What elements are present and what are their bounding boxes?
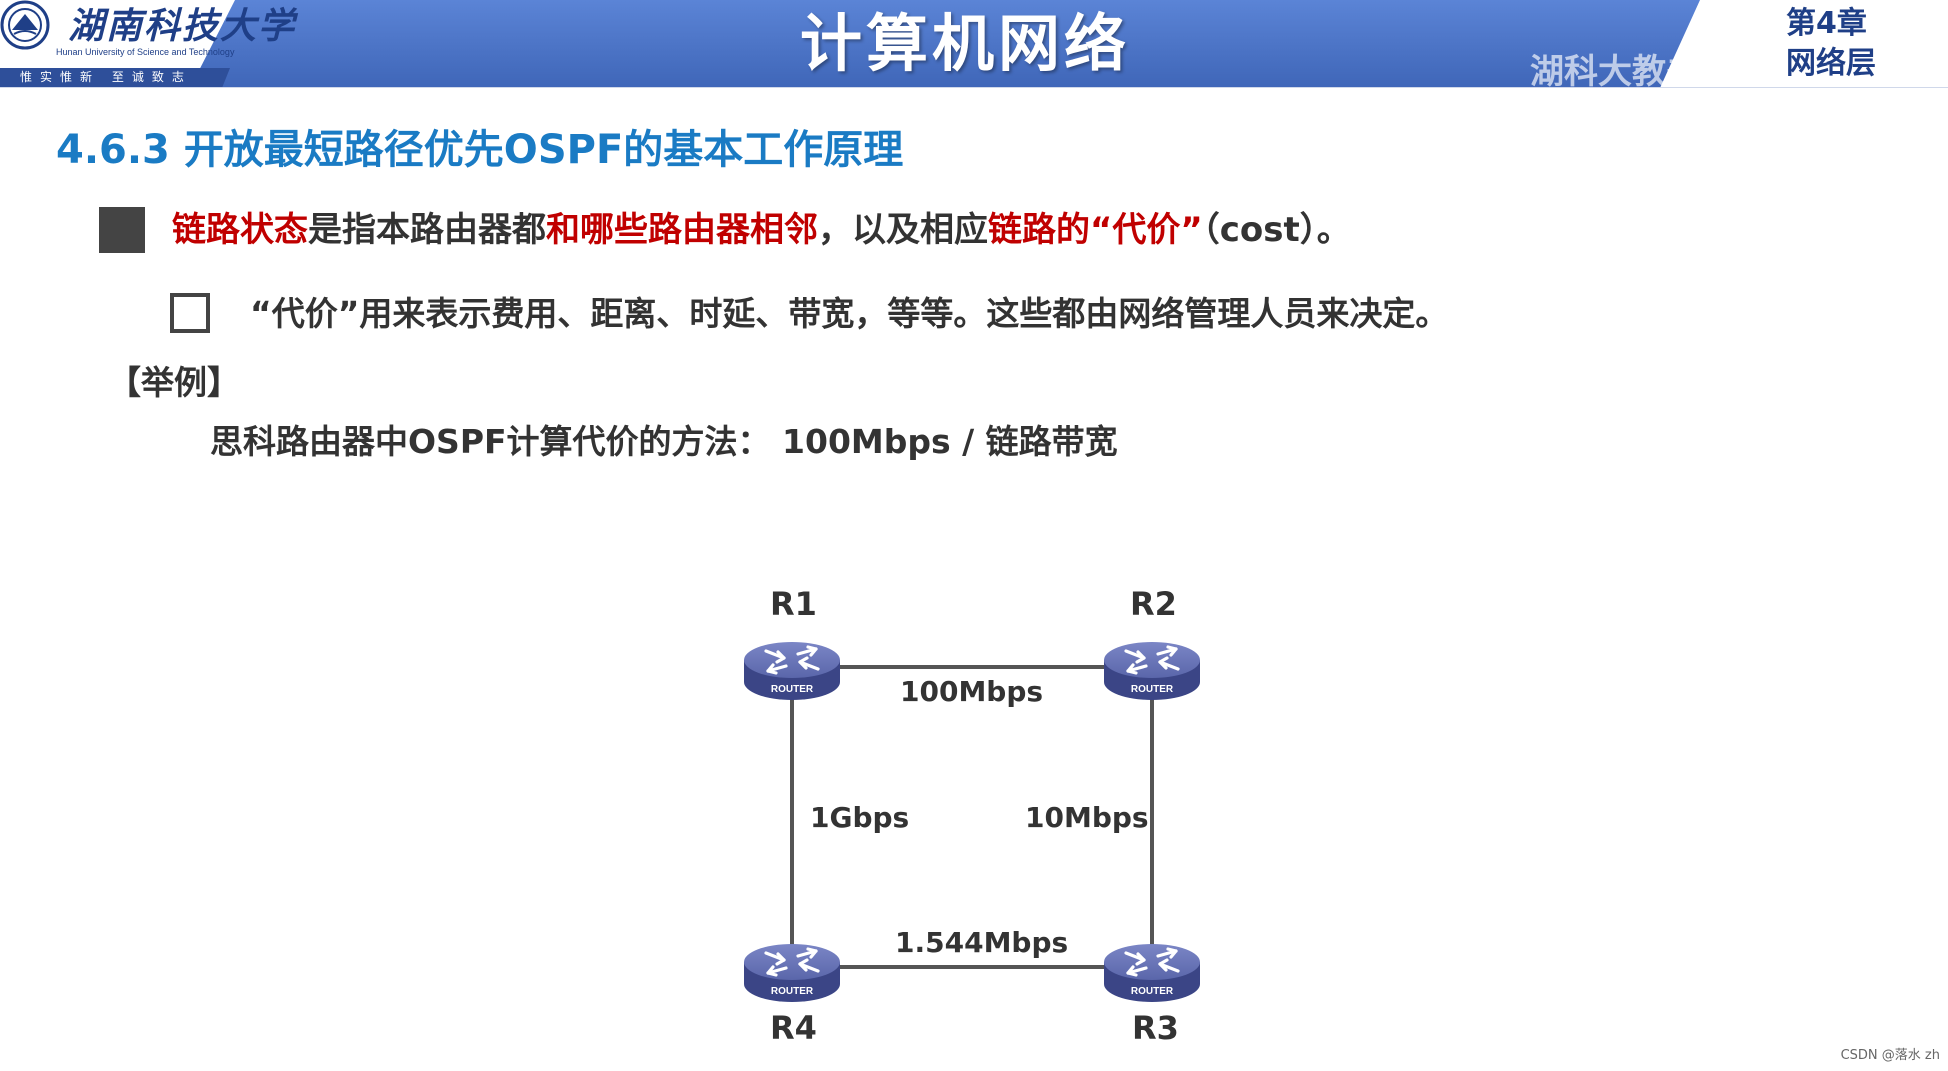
- keyword-cost: 链路的“代价”: [988, 210, 1203, 250]
- example-text: 思科路由器中OSPF计算代价的方法： 100Mbps / 链路带宽: [210, 422, 1118, 461]
- definition-text-3: （cost）。: [1202, 210, 1351, 250]
- cost-explanation-line: “代价”用来表示费用、距离、时延、带宽，等等。这些都由网络管理人员来决定。: [250, 294, 1449, 333]
- router-r1-icon: ROUTER: [742, 640, 842, 702]
- topology-svg: ROUTER ROUTER ROUTER ROUTER: [742, 640, 1202, 1004]
- link-label-r2-r3: 10Mbps: [1025, 801, 1149, 834]
- filled-square-bullet-icon: [99, 207, 145, 253]
- definition-text-2: ，以及相应: [818, 210, 988, 250]
- keyword-link-state: 链路状态: [172, 210, 308, 250]
- router-label-r3: R3: [1132, 1009, 1179, 1047]
- watermark-text: 湖科大教书匠: [1530, 52, 1734, 92]
- chapter-indicator: 第4章 网络层: [1786, 4, 1916, 84]
- network-topology-diagram: ROUTER ROUTER ROUTER ROUTER R1 R2 R4 R3 …: [700, 570, 1260, 1070]
- svg-text:ROUTER: ROUTER: [771, 986, 814, 997]
- university-name-en: Hunan University of Science and Technolo…: [56, 47, 235, 57]
- router-r4-icon: ROUTER: [742, 942, 842, 1004]
- keyword-neighbors: 和哪些路由器相邻: [546, 210, 818, 250]
- link-label-r1-r4: 1Gbps: [810, 801, 910, 834]
- university-name: 湖南科技大学: [68, 5, 297, 47]
- chapter-name: 网络层: [1786, 46, 1876, 81]
- university-motto: 惟实惟新 至诚致志: [20, 70, 192, 84]
- router-r2-icon: ROUTER: [1102, 640, 1202, 702]
- csdn-credit: CSDN @落水 zh: [1840, 1048, 1940, 1063]
- router-r3-icon: ROUTER: [1102, 942, 1202, 1004]
- hollow-square-bullet-icon: [170, 293, 210, 333]
- example-label: 【举例】: [108, 363, 240, 402]
- svg-text:ROUTER: ROUTER: [1131, 986, 1174, 997]
- course-title: 计算机网络: [800, 7, 1131, 80]
- definition-line: 链路状态是指本路由器都和哪些路由器相邻，以及相应链路的“代价”（cost）。: [172, 204, 1351, 256]
- slide-header: 湖南科技大学 Hunan University of Science and T…: [0, 0, 1948, 92]
- section-title: 4.6.3 开放最短路径优先OSPF的基本工作原理: [56, 127, 904, 173]
- router-label-r2: R2: [1130, 585, 1177, 623]
- link-label-r1-r2: 100Mbps: [900, 675, 1044, 708]
- definition-text-1: 是指本路由器都: [308, 210, 546, 250]
- svg-text:ROUTER: ROUTER: [771, 684, 814, 695]
- header-banner: [0, 0, 1948, 88]
- link-label-r4-r3: 1.544Mbps: [895, 926, 1069, 959]
- university-logo-icon: [0, 0, 50, 50]
- svg-text:ROUTER: ROUTER: [1131, 684, 1174, 695]
- router-label-r4: R4: [770, 1009, 817, 1047]
- chapter-number: 第4章: [1786, 6, 1867, 41]
- router-label-r1: R1: [770, 585, 817, 623]
